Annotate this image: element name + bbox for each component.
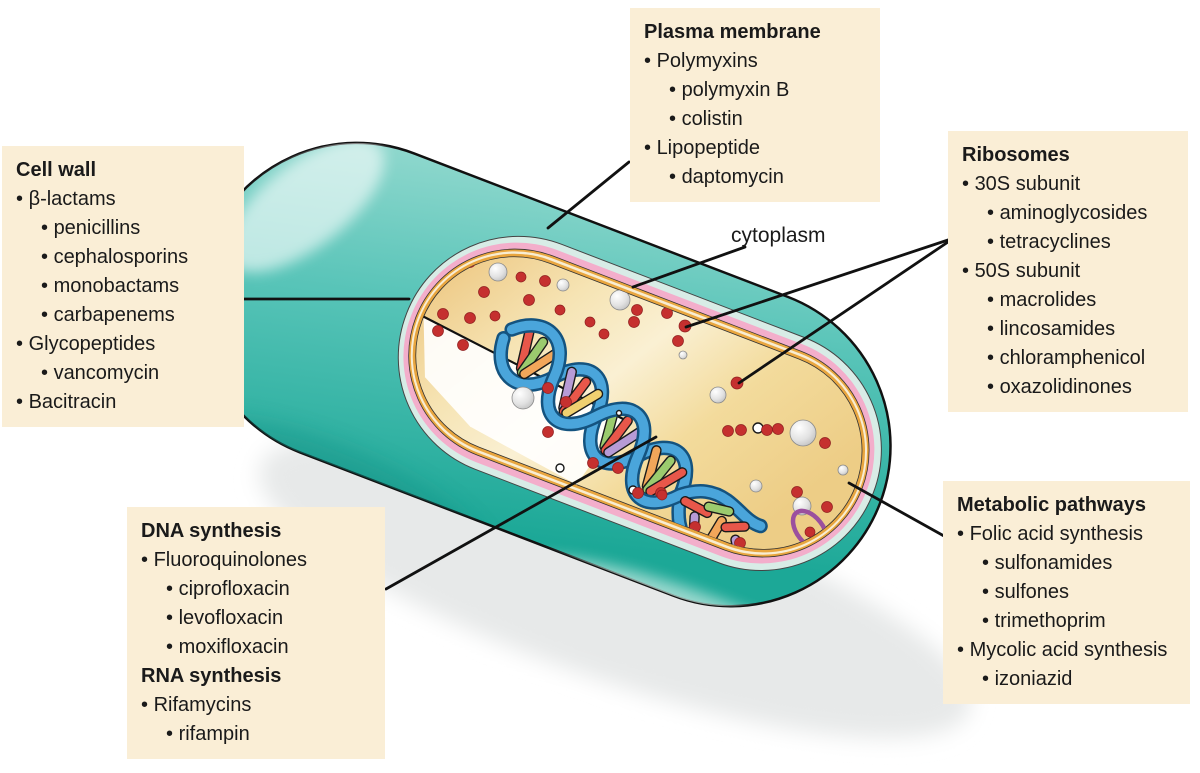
leader-cytoplasm bbox=[631, 245, 747, 289]
box-item: chloramphenicol bbox=[962, 344, 1174, 373]
cell-shadow bbox=[259, 438, 971, 738]
label-box-plasma-membrane: Plasma membranePolymyxinspolymyxin Bcoli… bbox=[630, 8, 880, 202]
box-item: Mycolic acid synthesis bbox=[957, 636, 1176, 665]
label-box-cell-wall: Cell wall β-lactamspenicillinscephalospor… bbox=[2, 146, 244, 427]
box-item: colistin bbox=[644, 105, 866, 134]
box-heading: Plasma membrane bbox=[644, 21, 821, 43]
box-item: cephalosporins bbox=[16, 243, 230, 272]
box-item: sulfones bbox=[957, 578, 1176, 607]
box-item: monobactams bbox=[16, 272, 230, 301]
box-item: 30S subunit bbox=[962, 170, 1174, 199]
box-heading: RNA synthesis bbox=[141, 665, 282, 687]
box-item: levofloxacin bbox=[141, 604, 371, 633]
box-item: vancomycin bbox=[16, 359, 230, 388]
box-item: Lipopeptide bbox=[644, 134, 866, 163]
box-item: 50S subunit bbox=[962, 257, 1174, 286]
label-box-ribosomes: Ribosomes 30S subunitaminoglycosidestetra… bbox=[948, 131, 1188, 412]
box-item: Bacitracin bbox=[16, 388, 230, 417]
box-item: tetracyclines bbox=[962, 228, 1174, 257]
leader-dna-synthesis bbox=[384, 435, 658, 591]
box-item: Folic acid synthesis bbox=[957, 520, 1176, 549]
box-item: β-lactams bbox=[16, 185, 230, 214]
box-item: rifampin bbox=[141, 720, 371, 749]
leader-plasma-membrane bbox=[546, 160, 631, 230]
leader-metabolic bbox=[847, 481, 946, 538]
leader-lines bbox=[241, 160, 950, 591]
box-item: oxazolidinones bbox=[962, 373, 1174, 402]
box-item: carbapenems bbox=[16, 301, 230, 330]
label-box-metabolic-pathways: Metabolic pathwaysFolic acid synthesissu… bbox=[943, 481, 1190, 704]
box-item: ciprofloxacin bbox=[141, 575, 371, 604]
box-heading: DNA synthesis bbox=[141, 520, 282, 542]
box-item: daptomycin bbox=[644, 163, 866, 192]
leader-ribosomes-2 bbox=[737, 240, 950, 385]
box-item: moxifloxacin bbox=[141, 633, 371, 662]
box-item: aminoglycosides bbox=[962, 199, 1174, 228]
box-item: Fluoroquinolones bbox=[141, 546, 371, 575]
box-item: macrolides bbox=[962, 286, 1174, 315]
label-box-dna-rna-synthesis: DNA synthesisFluoroquinolonesciprofloxac… bbox=[127, 507, 385, 759]
box-heading: Ribosomes bbox=[962, 144, 1070, 166]
leader-ribosomes-1 bbox=[684, 238, 950, 329]
box-item: polymyxin B bbox=[644, 76, 866, 105]
box-item: penicillins bbox=[16, 214, 230, 243]
box-heading: Metabolic pathways bbox=[957, 494, 1146, 516]
box-item: lincosamides bbox=[962, 315, 1174, 344]
box-item: trimethoprim bbox=[957, 607, 1176, 636]
box-item: Rifamycins bbox=[141, 691, 371, 720]
box-heading: Cell wall bbox=[16, 159, 97, 181]
box-item: Polymyxins bbox=[644, 47, 866, 76]
cytoplasm-label: cytoplasm bbox=[731, 224, 826, 247]
box-item: sulfonamides bbox=[957, 549, 1176, 578]
box-item: izoniazid bbox=[957, 665, 1176, 694]
box-item: Glycopeptides bbox=[16, 330, 230, 359]
